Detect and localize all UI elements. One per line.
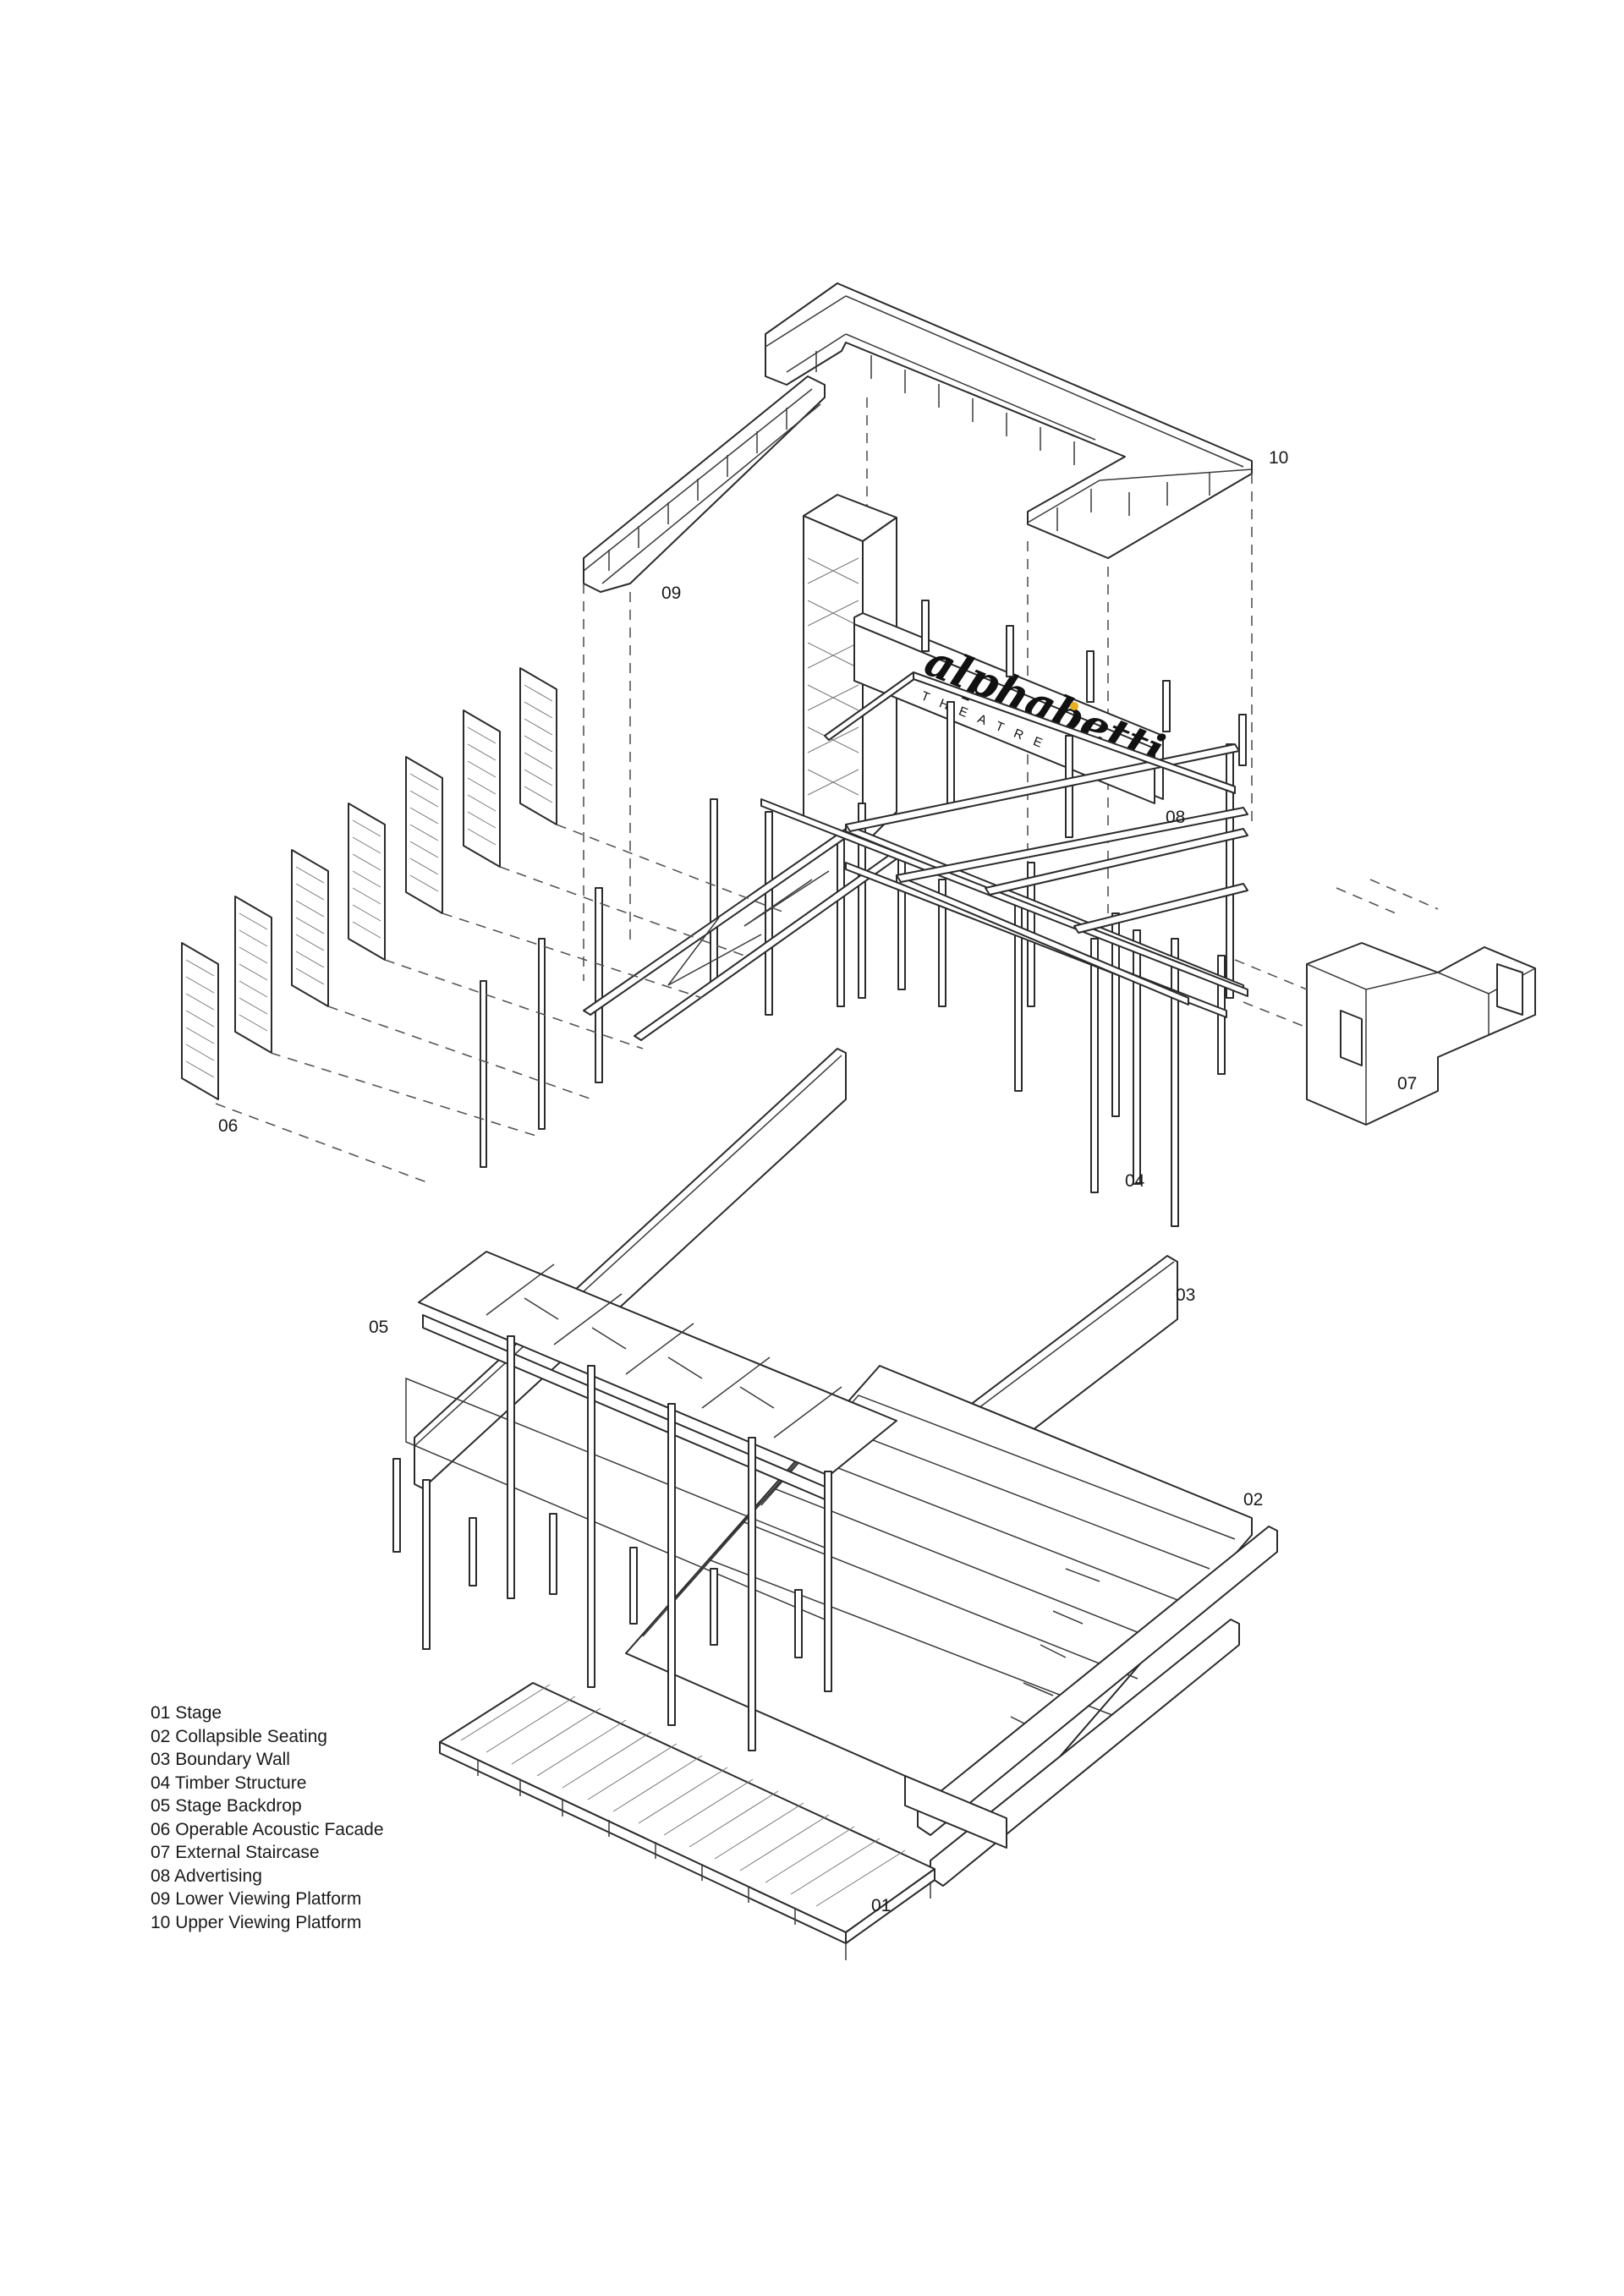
legend-item: 07 External Staircase <box>151 1843 320 1862</box>
facade-panel <box>405 756 443 914</box>
facade-panel <box>463 710 501 868</box>
callout-06: 06 <box>218 1116 239 1136</box>
facade-panel <box>234 896 272 1054</box>
legend-item: 05 Stage Backdrop <box>151 1796 302 1816</box>
stage-backdrop <box>392 1251 897 1751</box>
legend-item: 10 Upper Viewing Platform <box>151 1912 362 1932</box>
callout-07: 07 <box>1397 1074 1418 1093</box>
callout-04: 04 <box>1125 1171 1145 1191</box>
callout-03: 03 <box>1176 1285 1196 1305</box>
facade-panel <box>519 667 557 825</box>
callout-10: 10 <box>1269 448 1289 468</box>
callout-01: 01 <box>871 1896 892 1915</box>
facade-panel <box>181 942 219 1100</box>
legend-item: 03 Boundary Wall <box>151 1750 290 1769</box>
timber-structure <box>583 600 1248 1227</box>
legend-item: 08 Advertising <box>151 1866 262 1886</box>
facade-projection-lines <box>215 824 787 1185</box>
stage <box>439 1682 935 1960</box>
callout-08: 08 <box>1166 808 1186 827</box>
legend-item: 02 Collapsible Seating <box>151 1726 327 1746</box>
facade-panel <box>291 849 329 1007</box>
acoustic-facade-panels <box>181 667 557 1168</box>
legend-item: 04 Timber Structure <box>151 1773 307 1793</box>
callout-05: 05 <box>369 1318 389 1337</box>
legend-item: 01 Stage <box>151 1703 222 1723</box>
callout-02: 02 <box>1243 1490 1264 1510</box>
legend: 01 Stage 02 Collapsible Seating 03 Bound… <box>151 1701 384 1934</box>
upper-viewing-platform <box>765 282 1253 559</box>
legend-item: 09 Lower Viewing Platform <box>151 1889 362 1909</box>
facade-panel <box>348 803 386 961</box>
lower-viewing-platform <box>583 375 826 593</box>
sign-accent-dot <box>1070 702 1078 710</box>
callout-09: 09 <box>661 584 682 603</box>
legend-item: 06 Operable Acoustic Facade <box>151 1819 384 1839</box>
external-staircase <box>1234 879 1536 1126</box>
